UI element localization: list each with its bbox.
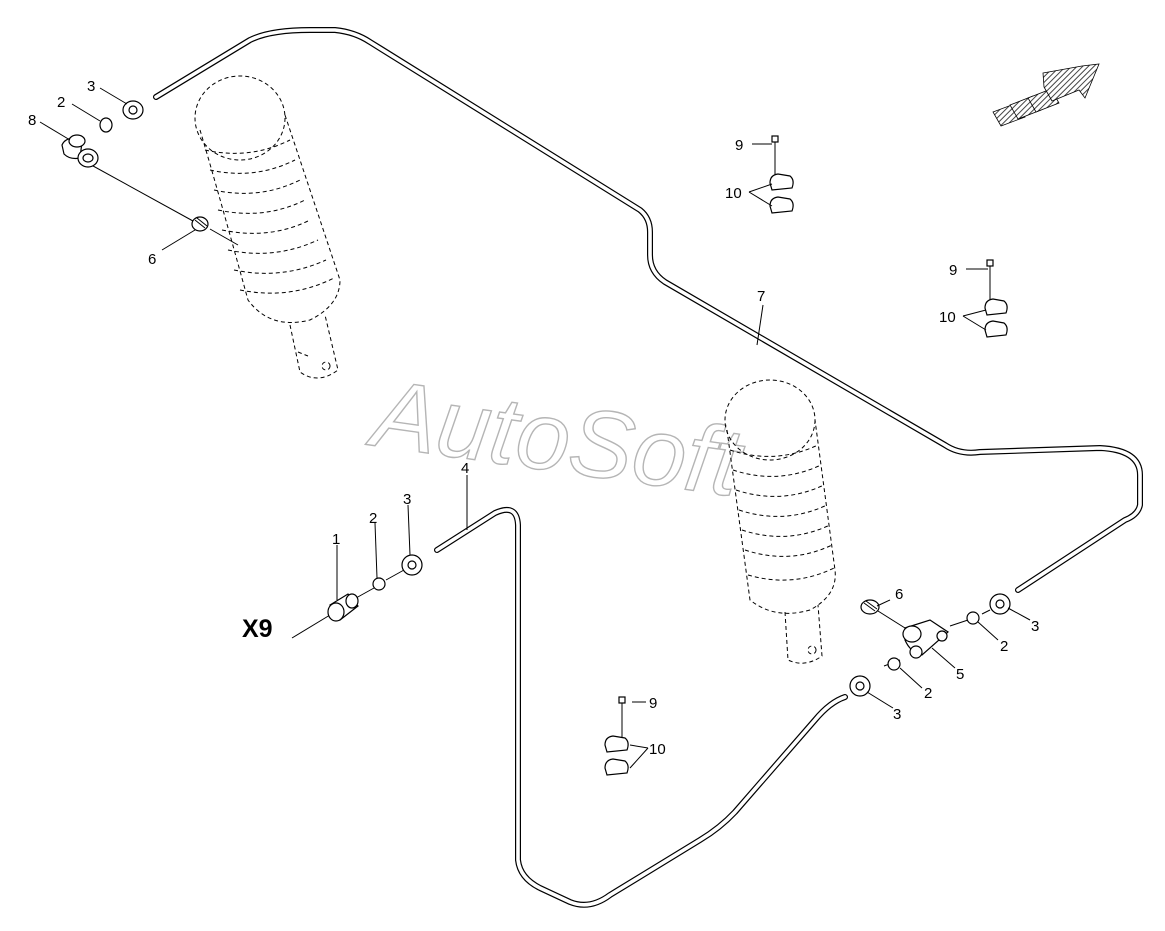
adapter-6-right (860, 599, 880, 615)
cylinder-left (194, 75, 341, 379)
label-4: 4 (461, 460, 469, 477)
connector-label-x9: X9 (242, 615, 273, 643)
label-2-lower-right: 2 (924, 685, 932, 702)
olive-2-right (966, 611, 980, 625)
adapter-6-upper (191, 216, 209, 232)
fitting-line (355, 587, 375, 599)
fitting-1 (327, 593, 359, 622)
nut-3-lower-right (849, 675, 871, 697)
olive-2-upper (99, 117, 113, 133)
pipe-7 (153, 27, 1143, 593)
label-10-top: 10 (725, 185, 742, 202)
pipe-4 (434, 507, 848, 908)
fitting-line-3 (949, 619, 969, 627)
hose-line-lower (877, 610, 906, 629)
label-9-bottom: 9 (649, 695, 657, 712)
label-2-upper: 2 (57, 94, 65, 111)
nut-3-lower-left (401, 554, 423, 576)
label-2-lower-left: 2 (369, 510, 377, 527)
label-3-upper: 3 (87, 78, 95, 95)
fitting-line-2 (385, 569, 405, 581)
elbow-fitting-8 (61, 134, 99, 168)
label-10-right: 10 (939, 309, 956, 326)
label-3-right: 3 (1031, 618, 1039, 635)
direction-arrow-icon (992, 63, 1100, 127)
label-6-right: 6 (895, 586, 903, 603)
clamp-assembly-right (984, 259, 1008, 338)
nut-3-right (989, 593, 1011, 615)
hose-line-upper-end (209, 228, 239, 246)
label-9-top: 9 (735, 137, 743, 154)
leader-lines (39, 87, 1031, 769)
label-5: 5 (956, 666, 964, 683)
clamp-assembly-bottom (604, 696, 629, 776)
watermark: AutoSoft (361, 358, 750, 518)
label-2-right: 2 (1000, 638, 1008, 655)
clamp-assembly-top (769, 135, 794, 214)
label-10-bottom: 10 (649, 741, 666, 758)
label-3-lower-left: 3 (403, 491, 411, 508)
olive-2-lower-left (372, 577, 386, 591)
label-9-right: 9 (949, 262, 957, 279)
olive-2-lower-right (887, 657, 901, 671)
label-8: 8 (28, 112, 36, 129)
watermark-text: AutoSoft (362, 359, 750, 517)
label-3-lower-right: 3 (893, 706, 901, 723)
label-1: 1 (332, 531, 340, 548)
fitting-line-4 (981, 609, 991, 615)
connector-line (291, 614, 331, 639)
label-6-upper: 6 (148, 251, 156, 268)
part-labels: 3 2 8 6 1 2 3 4 7 9 10 9 10 9 10 6 3 2 5… (28, 78, 1039, 758)
nut-3-upper (122, 100, 144, 120)
tee-fitting-5 (902, 619, 949, 659)
hose-line-upper (83, 160, 194, 222)
label-7: 7 (757, 288, 765, 305)
cylinder-right (724, 379, 836, 664)
